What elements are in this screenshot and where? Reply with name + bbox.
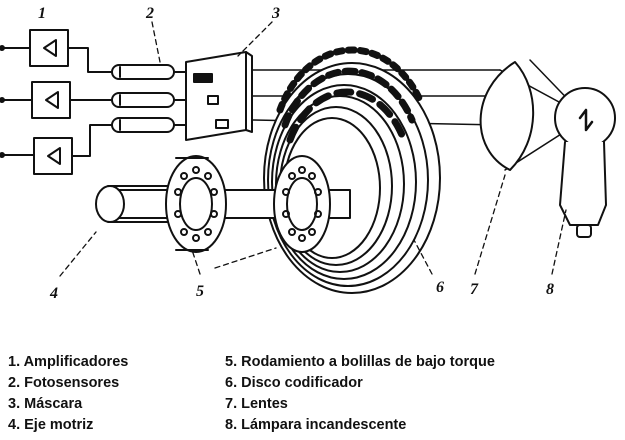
legend-item-6: 6. Disco codificador: [225, 375, 363, 391]
callout-7: 7: [470, 281, 479, 298]
legend-item-4: 4. Eje motriz: [8, 417, 94, 433]
callout-leaders: [59, 21, 567, 277]
encoder-diagram: 1 2 3 4 5 6 7 8: [0, 5, 616, 302]
legend-item-1: 1. Amplificadores: [8, 354, 129, 370]
legend-item-2: 2. Fotosensores: [8, 375, 120, 391]
bearing-2: [273, 155, 331, 253]
bearing-1: [165, 155, 227, 253]
amplifier-2: [0, 81, 113, 119]
amplifier-3: [0, 124, 113, 175]
legend-right-column: 5. Rodamiento a bolillas de bajo torque …: [225, 352, 495, 436]
callout-1: 1: [38, 5, 46, 22]
callout-6: 6: [436, 279, 444, 296]
legend-item-5: 5. Rodamiento a bolillas de bajo torque: [225, 354, 495, 370]
photosensors: [111, 64, 187, 133]
callout-4: 4: [49, 285, 58, 302]
callout-8: 8: [546, 281, 554, 298]
legend-left-column: 1. Amplificadores 2. Fotosensores 3. Más…: [8, 352, 128, 436]
legend-item-8: 8. Lámpara incandescente: [225, 417, 407, 433]
lamp: [554, 87, 616, 238]
callout-5: 5: [196, 283, 204, 300]
legend-item-3: 3. Máscara: [8, 396, 83, 412]
callout-2: 2: [145, 5, 154, 22]
lens: [479, 61, 535, 171]
legend-item-7: 7. Lentes: [225, 396, 288, 412]
mask: [185, 51, 253, 141]
callout-3: 3: [271, 5, 280, 22]
amplifier-1: [0, 29, 113, 73]
